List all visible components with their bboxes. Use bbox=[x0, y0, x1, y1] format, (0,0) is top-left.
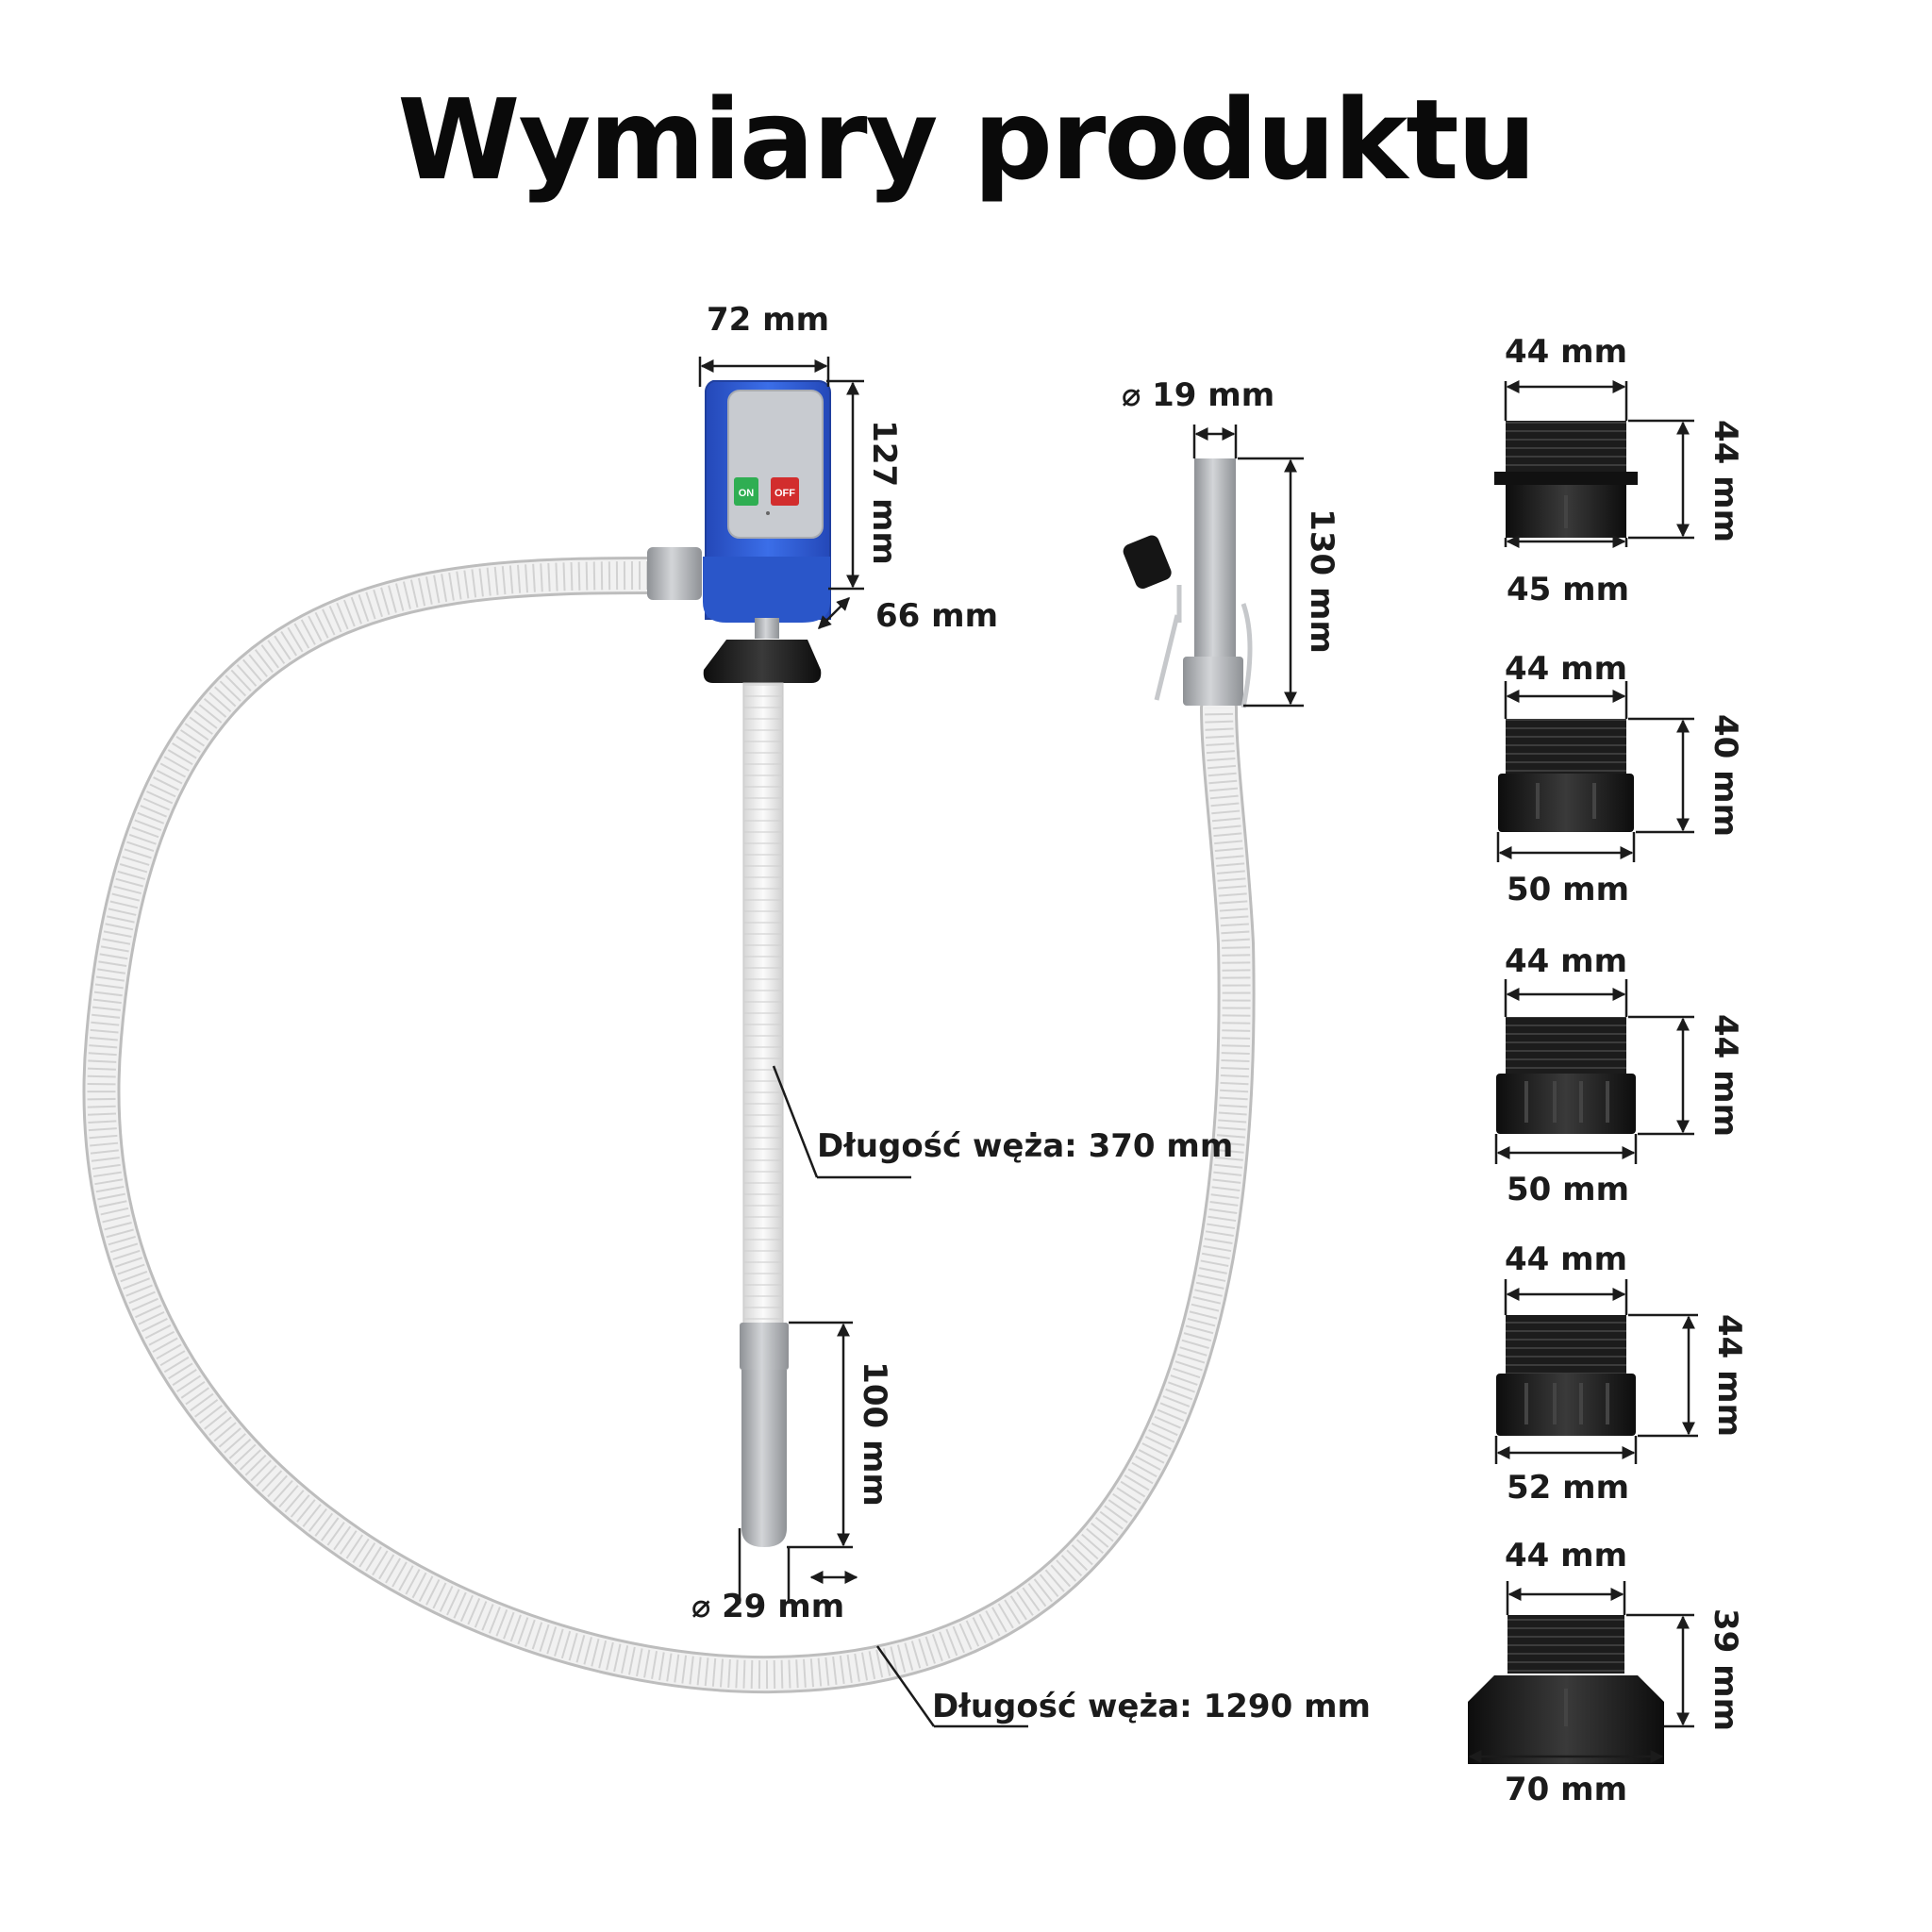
tip-length-label: 100 mm bbox=[856, 1361, 893, 1507]
page-title: Wymiary produktu bbox=[397, 75, 1536, 205]
adapter-4-bottom-label: 52 mm bbox=[1507, 1469, 1629, 1507]
adapter-4-height-label: 44 mm bbox=[1710, 1314, 1748, 1437]
drum-cap bbox=[703, 640, 822, 683]
control-panel bbox=[727, 390, 824, 539]
on-label: ON bbox=[739, 488, 755, 499]
pump-unit: ON OFF bbox=[647, 380, 831, 1547]
adapter-3-height-label: 44 mm bbox=[1707, 1014, 1744, 1137]
adapter-4-top-label: 44 mm bbox=[1505, 1241, 1627, 1278]
tube-length-label: Długość węża: 370 mm bbox=[817, 1127, 1233, 1165]
adapter-3-bottom-label: 50 mm bbox=[1507, 1171, 1629, 1208]
adapter-2-height-label: 40 mm bbox=[1707, 714, 1744, 837]
nozzle-length-label: 130 mm bbox=[1303, 508, 1341, 654]
pump-tip-collar bbox=[740, 1323, 789, 1370]
off-button[interactable]: OFF bbox=[771, 477, 799, 506]
long-hose bbox=[82, 557, 1256, 1694]
nozzle-collar bbox=[1183, 657, 1243, 706]
adapter-1-height-label: 44 mm bbox=[1707, 420, 1744, 542]
adapter-3 bbox=[1496, 1017, 1636, 1134]
on-button[interactable]: ON bbox=[734, 477, 758, 506]
adapter-3-top-label: 44 mm bbox=[1505, 942, 1627, 980]
pump-shaft bbox=[755, 618, 779, 639]
nozzle-pipe bbox=[1194, 458, 1236, 657]
adapter-2-top-label: 44 mm bbox=[1505, 650, 1627, 688]
pump-depth-label: 66 mm bbox=[875, 597, 998, 635]
nozzle-diameter-label: ⌀ 19 mm bbox=[1122, 376, 1274, 414]
nozzle-cap bbox=[1123, 535, 1172, 590]
adapter-1-bottom-label: 45 mm bbox=[1507, 571, 1629, 608]
adapter-5-bottom-label: 70 mm bbox=[1505, 1771, 1627, 1808]
nozzle-unit bbox=[1123, 458, 1253, 708]
tip-diameter-label: ⌀ 29 mm bbox=[691, 1588, 844, 1625]
pump-height-label: 127 mm bbox=[865, 420, 903, 565]
pump-outlet bbox=[647, 547, 702, 600]
off-label: OFF bbox=[774, 488, 795, 499]
pump-width-label: 72 mm bbox=[707, 301, 829, 339]
adapter-1-top-label: 44 mm bbox=[1505, 333, 1627, 371]
pump-tip bbox=[741, 1370, 787, 1547]
adapter-5-height-label: 39 mm bbox=[1707, 1608, 1744, 1731]
adapter-1 bbox=[1494, 421, 1638, 538]
hose-length-label: Długość węża: 1290 mm bbox=[932, 1688, 1371, 1725]
adapter-2 bbox=[1498, 719, 1634, 832]
dimension-lines bbox=[698, 357, 1698, 1763]
adapter-5 bbox=[1468, 1615, 1664, 1764]
nozzle-clip bbox=[1154, 585, 1253, 708]
adapter-2-bottom-label: 50 mm bbox=[1507, 871, 1629, 908]
pump-body-base bbox=[703, 557, 830, 623]
adapter-5-top-label: 44 mm bbox=[1505, 1537, 1627, 1574]
dimension-labels: 72 mm 127 mm 66 mm Długość węża: 370 mm … bbox=[691, 301, 1748, 1808]
adapter-4 bbox=[1496, 1315, 1636, 1436]
